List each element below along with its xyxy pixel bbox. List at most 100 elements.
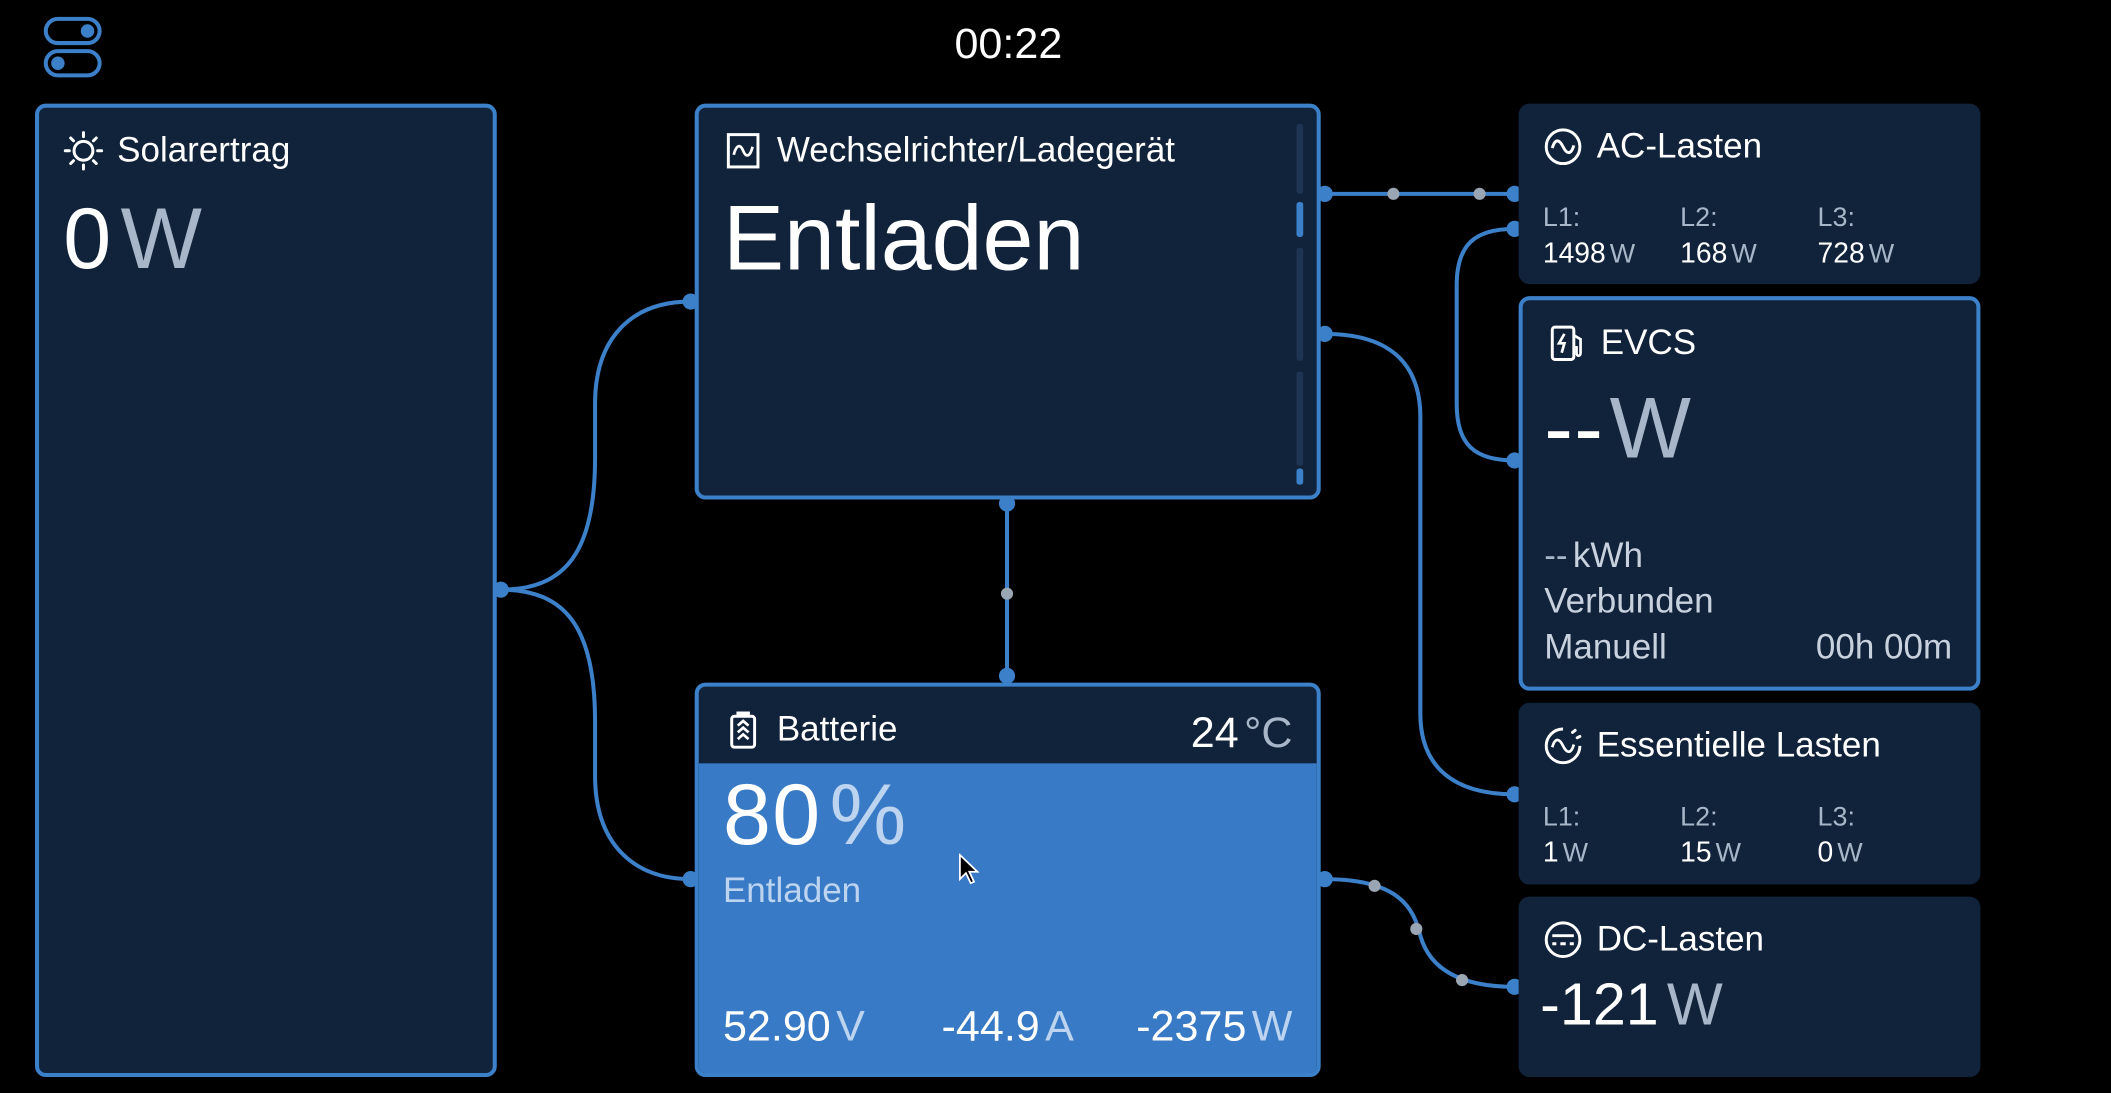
battery-temperature: 24°C xyxy=(1191,708,1293,758)
essential-phase-l1-value: 1 xyxy=(1542,837,1559,869)
solar-power-value: 0 xyxy=(63,189,113,287)
scroll-segment-2 xyxy=(1296,247,1304,361)
ac-phase-l3-label: L3: xyxy=(1817,203,1855,233)
ev-charger-icon xyxy=(1550,324,1582,361)
evcs-power-value: -- xyxy=(1544,379,1605,477)
cursor-icon xyxy=(959,853,980,885)
essential-loads-header: Essentielle Lasten xyxy=(1543,724,1881,766)
wire-inverter-essential xyxy=(1324,331,1515,797)
ac-phase-l2-label: L2: xyxy=(1680,203,1718,233)
battery-soc-value: 80 xyxy=(722,766,822,863)
solar-title: Solarertrag xyxy=(117,129,291,170)
wire-solar-inverter xyxy=(500,299,691,592)
battery-power-unit: W xyxy=(1251,1001,1293,1051)
essential-phase-l2-value: 15 xyxy=(1680,837,1712,869)
battery-icon xyxy=(730,710,757,749)
battery-temp-value: 24 xyxy=(1190,708,1239,757)
essential-loads-title: Essentielle Lasten xyxy=(1596,724,1881,765)
battery-current-value: -44.9 xyxy=(941,1001,1040,1051)
evcs-header: EVCS xyxy=(1547,322,1696,364)
wire-acloads-evcs xyxy=(1454,226,1515,463)
ac-loads-header: AC-Lasten xyxy=(1543,125,1762,167)
battery-soc-fill xyxy=(698,763,1317,1074)
essential-phase-l3-value: 0 xyxy=(1817,837,1834,869)
battery-power-value: -2375 xyxy=(1136,1001,1247,1051)
essential-phase-l1-unit: W xyxy=(1562,838,1589,869)
evcs-power-unit: W xyxy=(1609,379,1693,477)
toggle-icon[interactable] xyxy=(43,16,102,78)
essential-phase-l3-label: L3: xyxy=(1817,802,1855,833)
ac-phase-l1-label: L1: xyxy=(1542,203,1581,233)
ac-phase-l3-value: 728 xyxy=(1817,238,1865,270)
essential-phase-l2-unit: W xyxy=(1715,838,1742,869)
ac-phase-l1-value: 1498 xyxy=(1542,238,1606,270)
essential-phase-l1-label: L1: xyxy=(1542,802,1581,833)
evcs-charge-time: 00h 00m xyxy=(1815,626,1953,667)
evcs-title: EVCS xyxy=(1600,321,1697,363)
evcs-energy-value: -- xyxy=(1544,534,1568,575)
scroll-segment-active xyxy=(1296,201,1304,237)
solar-power-unit: W xyxy=(120,189,204,287)
dc-loads-header: DC-Lasten xyxy=(1543,918,1764,960)
evcs-status: Verbunden xyxy=(1544,580,1714,621)
flow-dots xyxy=(1000,187,1486,987)
dc-loads-icon xyxy=(1544,920,1582,958)
evcs-energy: --kWh xyxy=(1544,534,1643,576)
dc-loads-value: -121 xyxy=(1540,972,1659,1038)
battery-state: Entladen xyxy=(722,869,862,911)
battery-voltage-unit: V xyxy=(836,1001,865,1051)
battery-header: Batterie xyxy=(723,708,897,750)
inverter-icon xyxy=(726,132,760,168)
sun-icon xyxy=(63,130,104,170)
ac-phase-l1-unit: W xyxy=(1609,239,1636,270)
sine-wave-icon xyxy=(1544,127,1582,165)
ac-loads-title: AC-Lasten xyxy=(1596,125,1763,166)
scroll-segment-3 xyxy=(1296,371,1304,466)
essential-phase-l3-unit: W xyxy=(1837,838,1863,869)
essential-phase-l2-label: L2: xyxy=(1680,802,1718,833)
essential-loads-icon xyxy=(1544,726,1582,764)
battery-temp-unit: °C xyxy=(1244,708,1293,757)
ac-phase-l2-unit: W xyxy=(1731,239,1757,270)
evcs-panel[interactable]: EVCS --W --kWh Verbunden Manuell 00h 00m xyxy=(1518,296,1981,691)
evcs-power: --W xyxy=(1544,378,1692,478)
evcs-energy-unit: kWh xyxy=(1572,534,1643,575)
solar-header: Solarertrag xyxy=(63,129,290,171)
evcs-mode: Manuell xyxy=(1544,626,1667,667)
ac-phase-l3-unit: W xyxy=(1868,239,1895,270)
scroll-segment-bottom xyxy=(1296,468,1304,485)
battery-voltage-value: 52.90 xyxy=(722,1001,831,1051)
ac-phase-l2-value: 168 xyxy=(1680,238,1728,270)
battery-soc: 80% xyxy=(723,765,908,865)
dc-loads-unit: W xyxy=(1666,972,1723,1038)
battery-soc-unit: % xyxy=(829,766,908,863)
scroll-segment-1 xyxy=(1296,123,1304,194)
inverter-header: Wechselrichter/Ladegerät xyxy=(723,129,1175,171)
inverter-title: Wechselrichter/Ladegerät xyxy=(776,129,1176,170)
inverter-panel[interactable]: Wechselrichter/Ladegerät Entladen xyxy=(694,103,1321,500)
